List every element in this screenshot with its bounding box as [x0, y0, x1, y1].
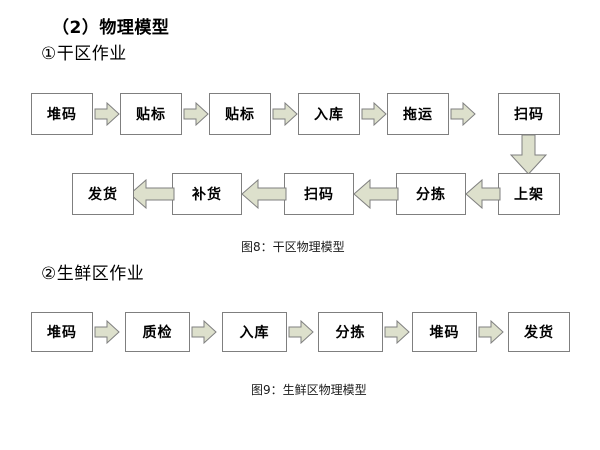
figure-caption-dry: 图8：干区物理模型	[241, 240, 345, 254]
flow-node-dry-r2-4: 分拣	[396, 173, 466, 215]
flow-node-dry-r2-2: 补货	[172, 173, 242, 215]
subsection-heading-fresh: ②生鲜区作业	[41, 264, 145, 284]
flow-node-dry-r1-6: 扫码	[498, 93, 560, 135]
flow-arrow-right-dry-r1-5	[450, 101, 476, 127]
flow-node-fresh-4: 分拣	[318, 312, 383, 352]
flow-arrow-left-dry-r2-3	[241, 178, 287, 210]
flow-node-dry-r1-4: 入库	[298, 93, 360, 135]
flow-node-dry-r1-5: 拖运	[387, 93, 449, 135]
flow-arrow-right-dry-r1-2	[183, 101, 209, 127]
flow-node-dry-r1-1: 堆码	[31, 93, 93, 135]
flow-arrow-right-dry-r1-4	[361, 101, 387, 127]
flow-arrow-right-dry-r1-1	[94, 101, 120, 127]
flow-node-dry-r2-5: 上架	[498, 173, 560, 215]
subsection-heading-dry: ①干区作业	[41, 44, 127, 64]
flow-arrow-right-fresh-5	[478, 319, 504, 345]
flow-node-fresh-6: 发货	[508, 312, 570, 352]
flow-node-fresh-1: 堆码	[31, 312, 93, 352]
flow-node-dry-r1-3: 贴标	[209, 93, 271, 135]
flow-arrow-left-dry-r2-2	[353, 178, 399, 210]
flow-arrow-right-fresh-1	[94, 319, 120, 345]
flow-arrow-left-dry-r2-4	[129, 178, 175, 210]
flow-node-dry-r2-1: 发货	[72, 173, 134, 215]
flow-arrow-down-dry	[509, 134, 548, 175]
flow-node-dry-r1-2: 贴标	[120, 93, 182, 135]
flow-arrow-right-fresh-4	[384, 319, 410, 345]
flow-arrow-right-fresh-3	[288, 319, 314, 345]
flow-node-fresh-2: 质检	[125, 312, 190, 352]
page-title: （2）物理模型	[52, 18, 170, 38]
flow-arrow-right-dry-r1-3	[272, 101, 298, 127]
flow-node-dry-r2-3: 扫码	[284, 173, 354, 215]
flow-node-fresh-5: 堆码	[412, 312, 477, 352]
flow-node-fresh-3: 入库	[222, 312, 287, 352]
flow-arrow-right-fresh-2	[191, 319, 217, 345]
flow-arrow-left-dry-r2-1	[465, 178, 501, 210]
figure-caption-fresh: 图9：生鲜区物理模型	[251, 383, 367, 397]
